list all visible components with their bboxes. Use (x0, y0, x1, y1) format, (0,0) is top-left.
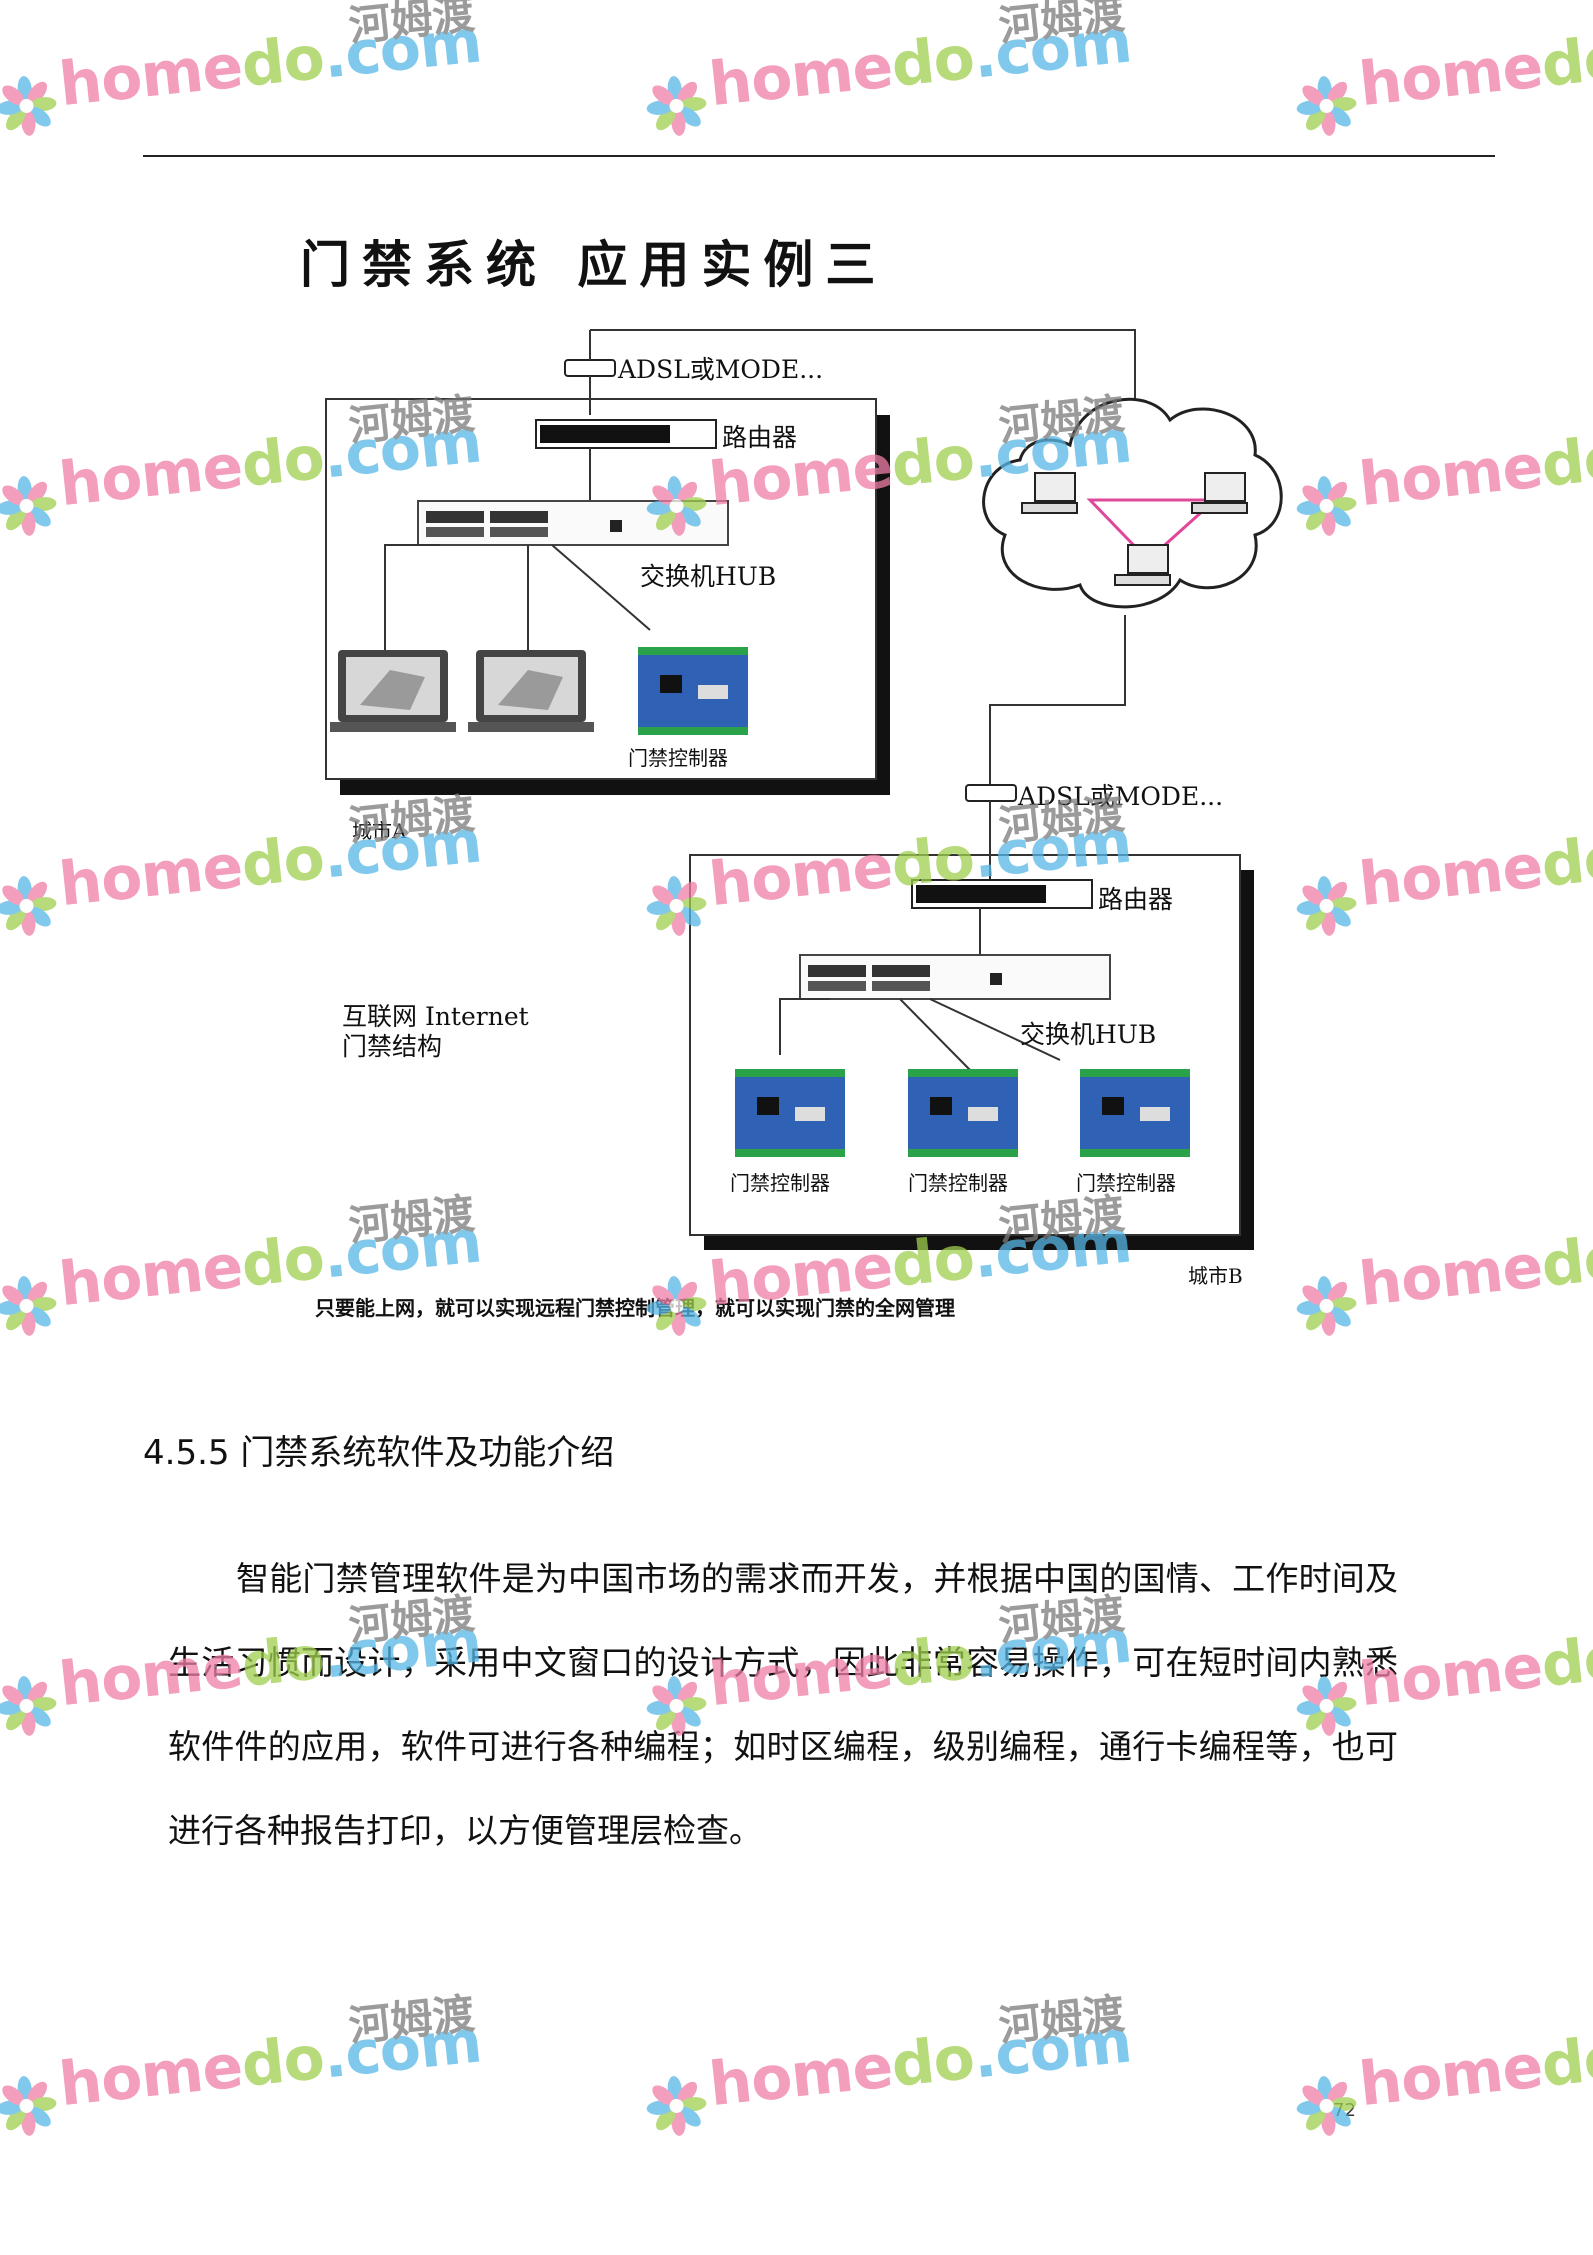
city-b-label: 城市B (1188, 1264, 1243, 1288)
top-router-label: 路由器 (722, 423, 798, 452)
flower-icon (0, 1672, 61, 1740)
bottom-controller-label-1: 门禁控制器 (730, 1171, 830, 1195)
flower-icon (0, 2072, 61, 2140)
body-paragraph: 智能门禁管理软件是为中国市场的需求而开发，并根据中国的国情、工作时间及生活习惯而… (168, 1559, 1398, 1850)
flower-icon (1292, 872, 1360, 940)
watermark-cn-text: 河姆渡 (346, 0, 477, 51)
internet-label-line1: 互联网 Internet (342, 1002, 529, 1031)
watermark-cn-text: 河姆渡 (346, 1988, 477, 2051)
page-number: 72 (1333, 2100, 1356, 2121)
bottom-controller-board-icon (908, 1069, 1018, 1157)
city-a-label: 城市A (352, 819, 407, 843)
watermark-brand: homedo.com (1355, 22, 1593, 121)
diagram-title: 门禁系统 应用实例三 (300, 235, 888, 294)
watermark-brand: homedo.com (55, 2006, 485, 2121)
top-controller-board-icon (638, 647, 748, 735)
top-modem-icon (564, 359, 616, 377)
top-modem-label: ADSL或MODE... (618, 355, 824, 384)
watermark-cn-text: 河姆渡 (996, 0, 1127, 51)
flower-icon (0, 1272, 61, 1340)
watermark-brand: homedo.com (55, 6, 485, 121)
watermark-brand: homedo.com (705, 2006, 1135, 2121)
access-control-diagram: 门禁系统 应用实例三 ADSL或MODE... 路由器 交换机HUB 门禁控制器… (290, 215, 1290, 1345)
internet-label-line2: 门禁结构 (342, 1032, 443, 1061)
flower-icon (0, 872, 61, 940)
bottom-router-label: 路由器 (1098, 885, 1174, 914)
bottom-controller-label-2: 门禁控制器 (908, 1171, 1008, 1195)
flower-icon (0, 472, 61, 540)
network-diagram-graphic (325, 329, 1283, 1250)
flower-icon (1292, 1272, 1360, 1340)
flower-icon (0, 72, 61, 140)
flower-icon (1292, 472, 1360, 540)
flower-icon (642, 72, 710, 140)
laptop-right-icon (468, 650, 594, 732)
watermark-brand: homedo.com (1355, 2022, 1593, 2121)
top-switch-label: 交换机HUB (640, 562, 777, 591)
bottom-controller-board-icon (735, 1069, 845, 1157)
laptop-left-icon (330, 650, 456, 732)
top-controller-label: 门禁控制器 (628, 746, 728, 770)
bottom-controller-board-icon (1080, 1069, 1190, 1157)
internet-cloud-icon (982, 397, 1283, 609)
bottom-modem-label: ADSL或MODE... (1018, 782, 1224, 811)
bottom-modem-icon (965, 784, 1017, 802)
header-rule (143, 155, 1495, 157)
watermark-brand: homedo.com (1355, 1222, 1593, 1321)
watermark-brand: homedo.com (705, 6, 1135, 121)
watermark-brand: homedo.com (1355, 822, 1593, 921)
bottom-switch-label: 交换机HUB (1020, 1020, 1157, 1049)
section-heading: 4.5.5 门禁系统软件及功能介绍 (143, 1433, 615, 1473)
watermark-cn-text: 河姆渡 (996, 1988, 1127, 2051)
diagram-caption: 只要能上网，就可以实现远程门禁控制管理，就可以实现门禁的全网管理 (315, 1296, 955, 1320)
flower-icon (1292, 72, 1360, 140)
city-b-box (689, 854, 1241, 1236)
bottom-controller-label-3: 门禁控制器 (1076, 1171, 1176, 1195)
watermark-brand: homedo.com (1355, 422, 1593, 521)
flower-icon (642, 2072, 710, 2140)
